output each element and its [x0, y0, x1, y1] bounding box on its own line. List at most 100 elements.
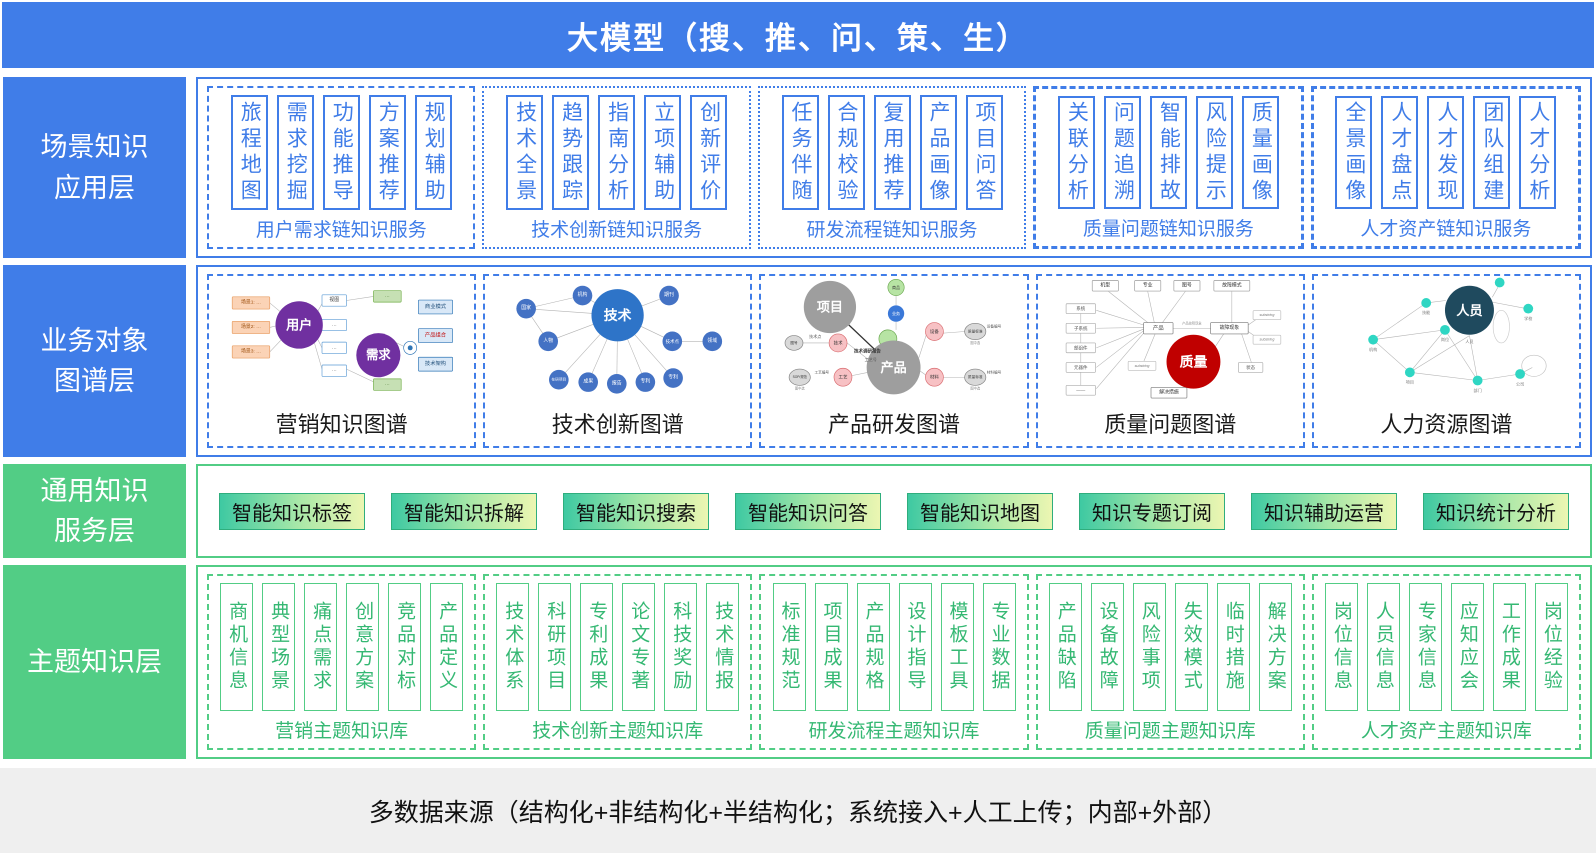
- topic-card: 人员信息: [1366, 583, 1400, 711]
- svg-text:substring: substring: [1259, 338, 1274, 342]
- svg-text:图中选: 图中选: [971, 386, 981, 391]
- card-row: 任务伴随合规校验复用推荐产品画像项目问答: [768, 95, 1016, 210]
- topic-card: 指南分析: [598, 95, 636, 210]
- scene-service-groups: 旅程地图需求挖掘功能推导方案推荐规划辅助用户需求链知识服务技术全景趋势跟踪指南分…: [198, 79, 1590, 256]
- topic-card: 功能推导: [322, 95, 360, 210]
- svg-text:岗位: 岗位: [1441, 336, 1449, 342]
- svg-text:商品: 商品: [892, 284, 900, 290]
- svg-text:项目: 项目: [817, 300, 843, 315]
- svg-text:质量标准: 质量标准: [968, 374, 983, 379]
- topic-card: 技术体系: [496, 583, 530, 711]
- svg-text:机构: 机构: [1369, 346, 1377, 352]
- topic-card: 典型场景: [262, 583, 296, 711]
- sidebar-scene-layer-label: 场景知识 应用层: [3, 77, 186, 258]
- topic-card: 方案推荐: [368, 95, 406, 210]
- card-row: 关联分析问题追溯智能排故风险提示质量画像: [1044, 96, 1292, 209]
- svg-text:质量标准: 质量标准: [968, 329, 983, 334]
- svg-text:公司: 公司: [1516, 381, 1524, 386]
- knowledge-group: 任务伴随合规校验复用推荐产品画像项目问答研发流程链知识服务: [757, 86, 1027, 249]
- topic-card: 创意方案: [346, 583, 380, 711]
- knowledge-group: 全景画像人才盘点人才发现团队组建人才分析人才资产链知识服务: [1310, 86, 1582, 249]
- knowledge-group: 技术体系科研项目专利成果论文专著科技奖励技术情报技术创新主题知识库: [483, 574, 753, 750]
- svg-text:学校: 学校: [1524, 315, 1532, 321]
- svg-text:图号: 图号: [1182, 282, 1192, 288]
- svg-text:国家: 国家: [521, 304, 531, 311]
- topic-card: 人才盘点: [1381, 96, 1419, 209]
- topic-card: 岗位信息: [1324, 583, 1358, 711]
- svg-text:技术: 技术: [834, 339, 843, 346]
- svg-text:业务: 业务: [892, 310, 900, 316]
- sidebar-object-layer-label: 业务对象 图谱层: [3, 265, 186, 457]
- svg-text:视图: 视图: [329, 296, 339, 303]
- card-row: 技术全景趋势跟踪指南分析立项辅助创新评价: [492, 95, 740, 210]
- sidebar-common-layer-label: 通用知识 服务层: [3, 464, 186, 558]
- topic-card: 团队组建: [1473, 96, 1511, 209]
- knowledge-group: 岗位信息人员信息专家信息应知应会工作成果岗位经验人才资产主题知识库: [1311, 574, 1582, 750]
- svg-text:产品故障现象: 产品故障现象: [1182, 320, 1202, 325]
- data-source-bar: 多数据来源（结构化+非结构化+半结构化；系统接入+人工上传；内部+外部）: [0, 768, 1596, 853]
- topic-card: 标准规范: [772, 583, 806, 711]
- svg-text:场景2: …: 场景2: …: [241, 323, 261, 330]
- svg-text:部组件: 部组件: [1074, 344, 1088, 351]
- svg-text:专业: 专业: [1142, 281, 1152, 288]
- group-caption: 人才资产主题知识库: [1360, 721, 1532, 742]
- card-row: 全景画像人才盘点人才发现团队组建人才分析: [1322, 96, 1570, 209]
- topic-card: 人才发现: [1427, 96, 1465, 209]
- topic-card: 立项辅助: [644, 95, 682, 210]
- topic-card: 解决方案: [1258, 583, 1292, 711]
- svg-text:子系统: 子系统: [1074, 325, 1088, 332]
- svg-text:…: …: [385, 382, 390, 387]
- topic-card: 风险提示: [1195, 96, 1233, 209]
- sidebar-theme-layer-label: 主题知识层: [3, 565, 186, 759]
- topic-card: 痛点需求: [304, 583, 338, 711]
- svg-text:产品: 产品: [881, 360, 907, 375]
- topic-card: 工作成果: [1492, 583, 1526, 711]
- model-banner: 大模型（搜、推、问、策、生）: [2, 2, 1594, 68]
- topic-card: 产品缺陷: [1048, 583, 1082, 711]
- svg-text:成果: 成果: [584, 378, 594, 385]
- topic-card: 创新评价: [690, 95, 728, 210]
- svg-text:领域: 领域: [708, 337, 718, 344]
- topic-card: 设计指导: [898, 583, 932, 711]
- topic-card: 问题追溯: [1103, 96, 1141, 209]
- topic-card: 设备故障: [1090, 583, 1124, 711]
- topic-card: 技术全景: [506, 95, 544, 210]
- group-caption: 人才资产链知识服务: [1360, 219, 1532, 240]
- topic-card: 合规校验: [827, 95, 865, 210]
- theme-knowledge-groups: 商机信息典型场景痛点需求创意方案竞品对标产品定义营销主题知识库技术体系科研项目专…: [198, 567, 1590, 757]
- service-button: 智能知识地图: [907, 492, 1053, 530]
- topic-card: 失效模式: [1174, 583, 1208, 711]
- topic-card: 技术情报: [706, 583, 740, 711]
- topic-card: 全景画像: [1335, 96, 1373, 209]
- topic-card: 专利成果: [580, 583, 614, 711]
- graph-caption: 质量问题图谱: [1104, 412, 1237, 437]
- svg-text:机型: 机型: [1100, 281, 1110, 288]
- knowledge-group: 技术全景趋势跟踪指南分析立项辅助创新评价技术创新链知识服务: [482, 86, 751, 249]
- svg-text:专利: 专利: [668, 374, 678, 381]
- group-caption: 质量问题主题知识库: [1084, 721, 1256, 742]
- topic-card: 科研项目: [538, 583, 572, 711]
- service-button: 智能知识拆解: [391, 492, 537, 530]
- svg-text:专利: 专利: [641, 378, 651, 385]
- service-button: 智能知识标签: [219, 492, 365, 530]
- group-caption: 研发流程主题知识库: [808, 721, 980, 742]
- svg-text:工艺编号: 工艺编号: [815, 369, 830, 374]
- svg-text:期刊: 期刊: [664, 291, 674, 298]
- topic-card: 产品规格: [856, 583, 890, 711]
- group-caption: 研发流程链知识服务: [806, 220, 978, 241]
- svg-text:报告: 报告: [612, 379, 622, 386]
- svg-text:——: ——: [1076, 388, 1085, 393]
- svg-text:材料编号: 材料编号: [987, 369, 1002, 374]
- group-caption: 营销主题知识库: [275, 721, 409, 742]
- tech-innovation-graph-figure: 国家机构期刊人物技术点领域在研项目成果报告专利专利技术: [516, 285, 723, 394]
- topic-card: 专业数据: [982, 583, 1016, 711]
- topic-card: 产品定义: [430, 583, 464, 711]
- topic-card: 临时措施: [1216, 583, 1250, 711]
- banner-title: 大模型（搜、推、问、策、生）: [567, 20, 1029, 56]
- card-row: 技术体系科研项目专利成果论文专著科技奖励技术情报: [493, 583, 742, 711]
- graph-caption: 人力资源图谱: [1380, 412, 1513, 437]
